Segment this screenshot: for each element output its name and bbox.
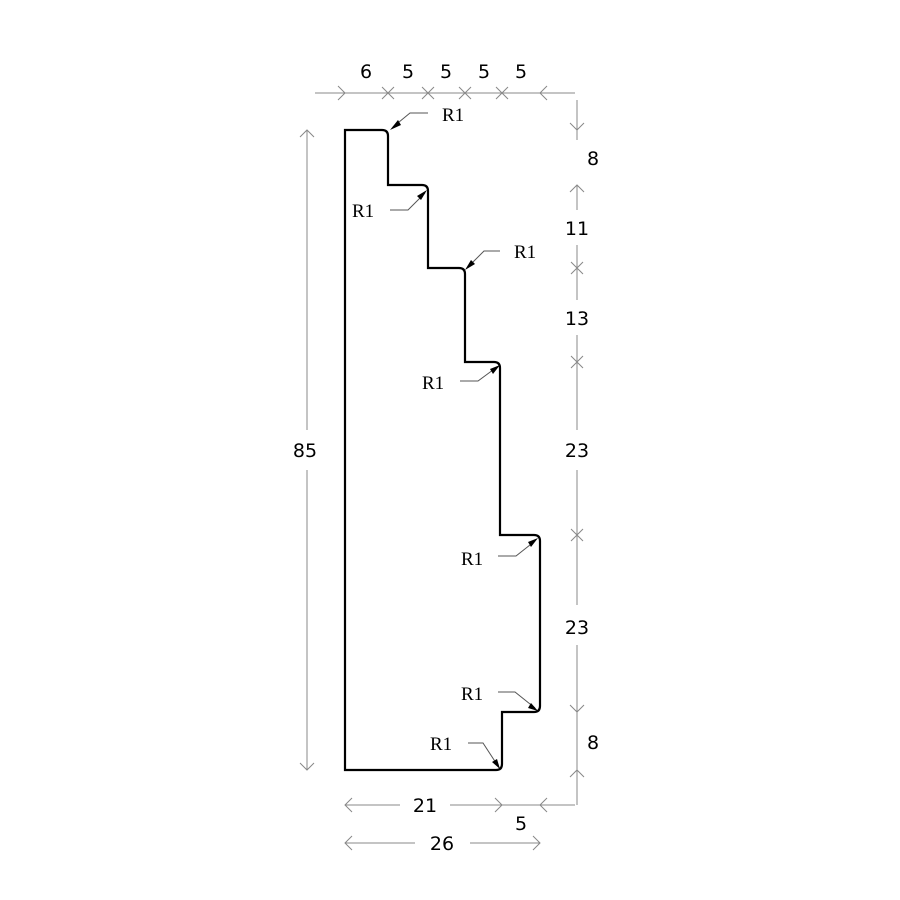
radius-label: R1 [430,734,452,755]
overall-height-dimension: 85 [293,129,317,771]
right-dim-4: 23 [565,440,589,462]
bottom-dimensions: 21 5 26 [344,795,575,855]
radius-label: R1 [461,549,483,570]
overall-width-label: 26 [430,833,454,855]
top-dim-3: 5 [440,61,452,83]
right-dim-1: 8 [587,148,599,170]
radius-callouts: R1 R1 R1 R1 R1 R1 R1 [352,105,538,769]
radius-label: R1 [352,201,374,222]
step-width-label: 5 [515,813,527,835]
top-dim-4: 5 [478,61,490,83]
top-dim-2: 5 [402,61,414,83]
right-dim-2: 11 [565,218,589,240]
radius-label: R1 [514,242,536,263]
top-dimension-chain: 6 5 5 5 5 [315,61,575,101]
base-width-label: 21 [413,795,437,817]
right-dim-5: 23 [565,617,589,639]
right-dimension-chain: 8 11 13 23 23 8 [565,100,599,805]
profile-outline [343,128,542,772]
top-dim-1: 6 [360,61,372,83]
radius-label: R1 [461,684,483,705]
radius-label: R1 [422,373,444,394]
right-dim-6: 8 [587,732,599,754]
top-dim-5: 5 [515,61,527,83]
overall-height-label: 85 [293,440,317,462]
radius-label: R1 [442,105,464,126]
right-dim-3: 13 [565,308,589,330]
